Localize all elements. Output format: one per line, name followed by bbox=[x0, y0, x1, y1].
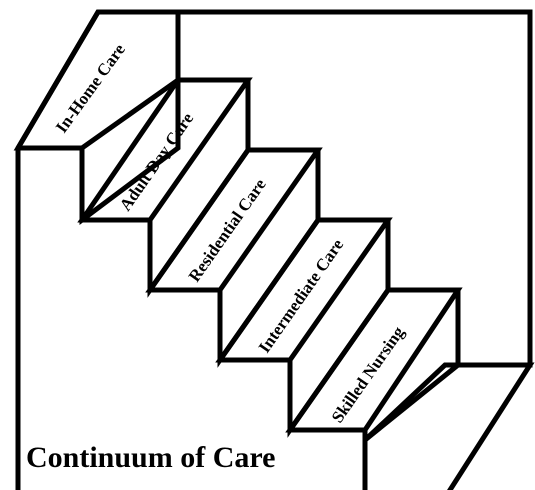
step-label-adult-day-care: Adult Day Care bbox=[116, 109, 198, 214]
step-1-tread bbox=[13, 9, 181, 151]
step-1-riser bbox=[79, 77, 181, 225]
back-wall-outline bbox=[175, 9, 533, 368]
step-label-residential-care: Residential Care bbox=[185, 175, 270, 285]
step-5-riser bbox=[362, 287, 461, 446]
diagram-title: Continuum of Care bbox=[26, 441, 275, 474]
bottom-floor-outline bbox=[362, 362, 535, 490]
